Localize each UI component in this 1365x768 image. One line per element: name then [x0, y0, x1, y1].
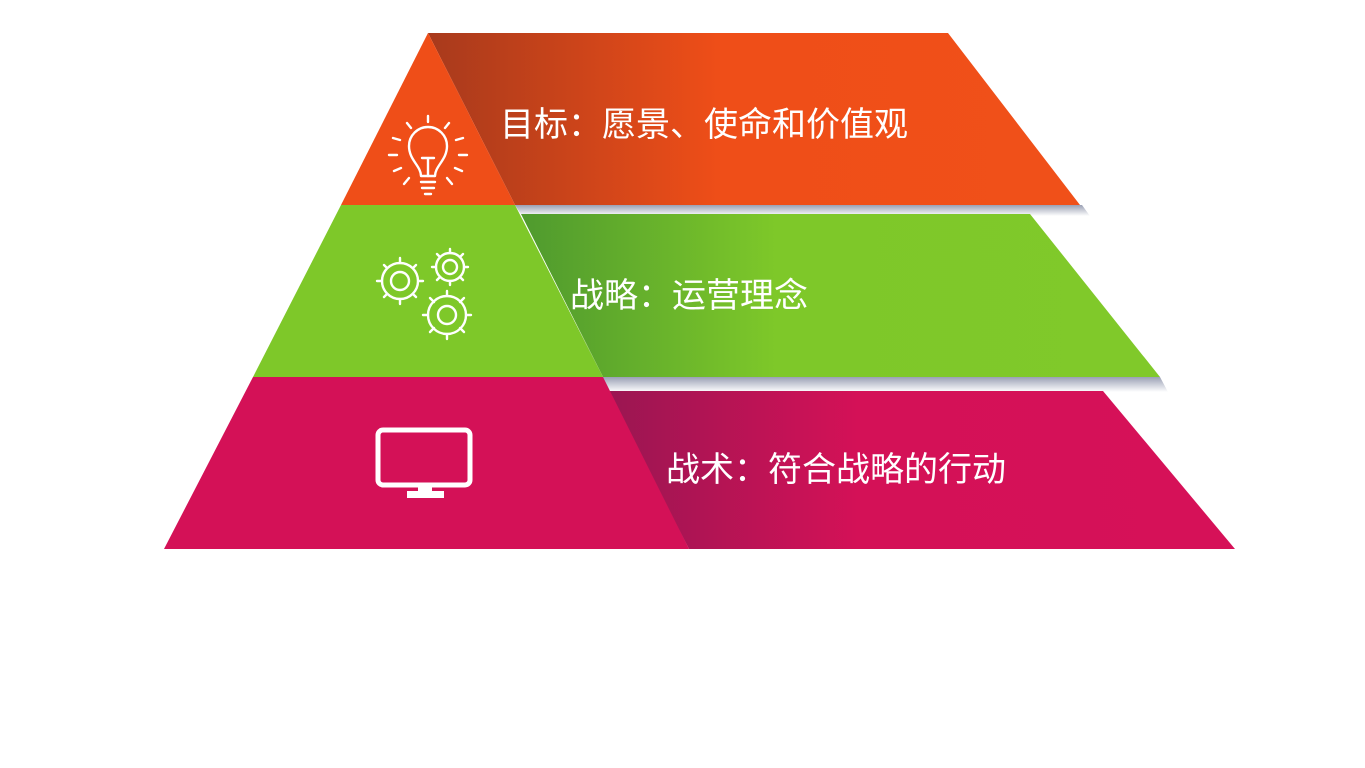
tier-face — [164, 377, 689, 549]
lightbulb-icon — [387, 114, 469, 196]
tier-banner — [607, 391, 1235, 549]
tier-banner — [521, 214, 1160, 377]
tier-divider-shadow — [600, 377, 1168, 392]
pyramid-tier-tactics: 战术：符合战略的行动 — [164, 377, 1235, 549]
tier-label: 战术：符合战略的行动 — [666, 450, 1006, 490]
pyramid-tier-goal: 目标：愿景、使命和价值观 — [341, 33, 1080, 205]
tier-banner — [428, 33, 1080, 205]
tier-label: 战略：运营理念 — [570, 276, 808, 316]
pyramid-tier-strategy: 战略：运营理念 — [253, 205, 1160, 377]
gears-icon — [375, 247, 473, 341]
monitor-icon — [375, 427, 473, 498]
tier-face — [253, 205, 603, 377]
tier-divider-shadow — [515, 205, 1090, 216]
tier-label: 目标：愿景、使命和价值观 — [500, 105, 908, 145]
